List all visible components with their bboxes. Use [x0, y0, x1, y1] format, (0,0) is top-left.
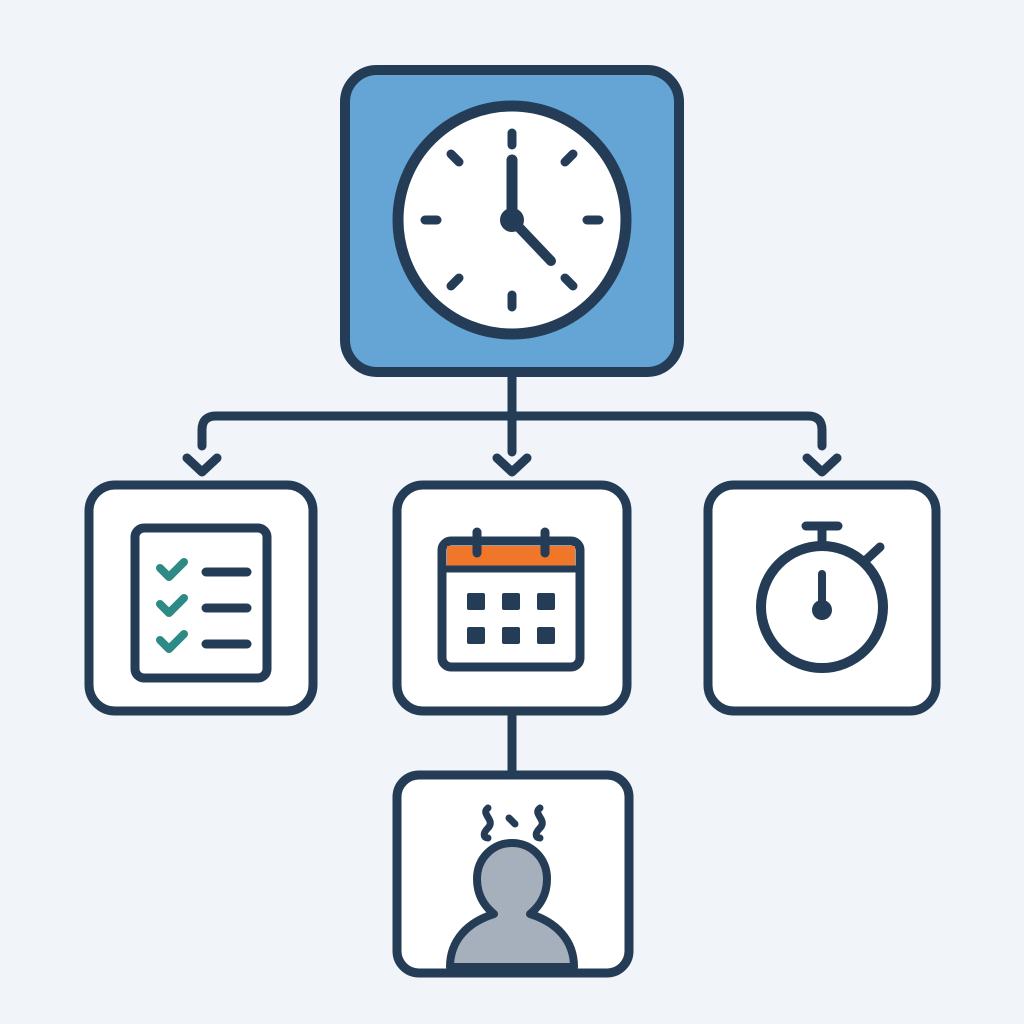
checklist-icon: [130, 523, 272, 683]
arrowhead-checklist: [182, 453, 222, 477]
clock-icon: [392, 100, 632, 340]
person-silhouette: [446, 839, 578, 971]
arrowhead-stopwatch: [802, 453, 842, 477]
stressed-person-node: [392, 770, 634, 978]
stress-marks: [480, 804, 546, 842]
calendar-node: [392, 480, 632, 716]
stopwatch-icon: [756, 521, 888, 673]
stressed-person-icon: [446, 804, 578, 971]
checklist-node: [84, 480, 318, 716]
stopwatch-node: [703, 480, 941, 716]
arrowhead-calendar: [492, 453, 532, 477]
connectors: [182, 367, 842, 777]
clock-node: [340, 65, 684, 377]
calendar-icon: [437, 527, 585, 672]
